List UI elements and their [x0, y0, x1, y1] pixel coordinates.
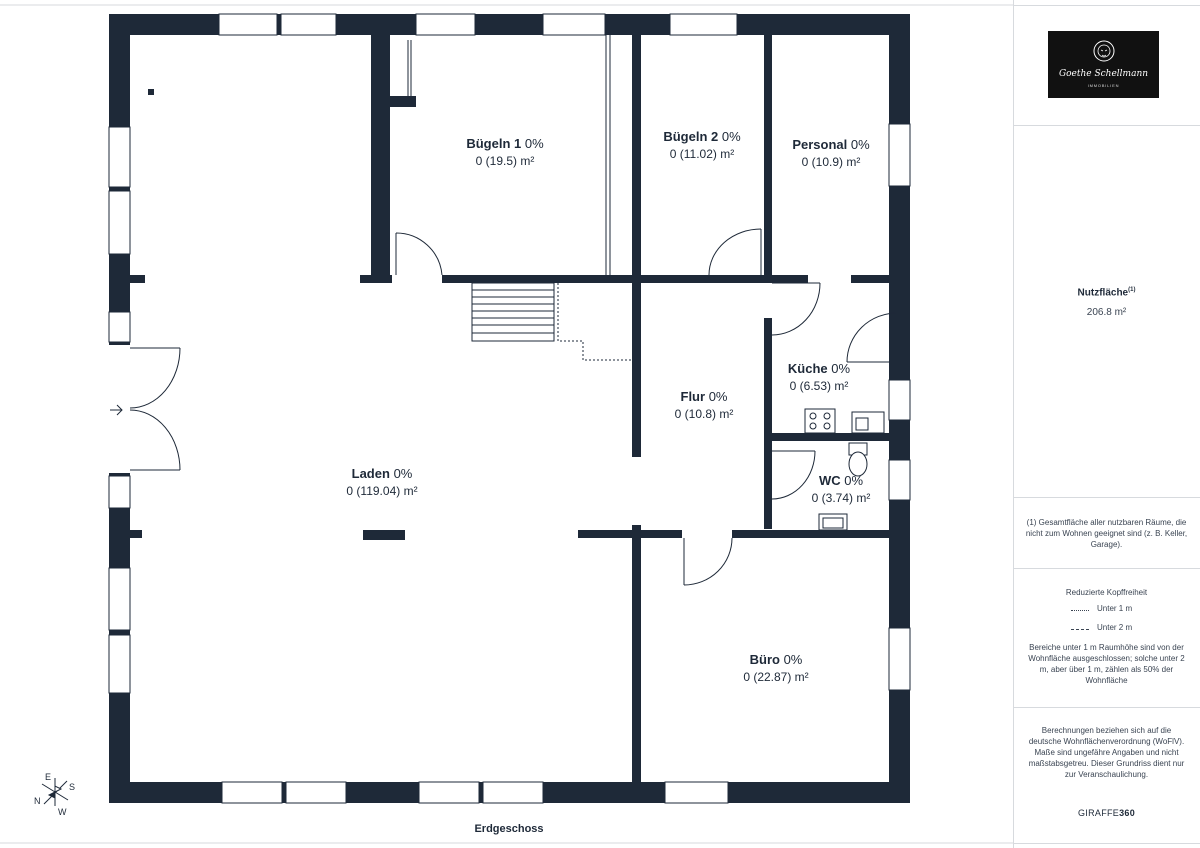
toilet-bowl-icon: [848, 451, 868, 477]
room-label-buegeln2: Bügeln 2 0%: [663, 129, 741, 144]
compass-south: S: [69, 782, 75, 792]
doors: [109, 35, 898, 586]
room-area-buegeln2: 0 (11.02) m²: [670, 147, 734, 161]
room-label-buero: Büro 0%: [750, 652, 803, 667]
nutzflaeche-value: 206.8 m²: [1086, 307, 1127, 318]
headroom-title: Reduzierte Kopffreiheit: [1065, 588, 1148, 597]
dashed-line-icon: [1071, 629, 1089, 630]
floor-plan: Laden 0% 0 (119.04) m² Bügeln 1 0% 0 (19…: [0, 4, 1013, 844]
room-label-laden: Laden 0%: [352, 466, 413, 481]
brand-logo: GIRAFFE360: [1077, 808, 1136, 818]
nutzflaeche-title: Nutzfläche(1): [1077, 287, 1136, 299]
room-area-laden: 0 (119.04) m²: [346, 484, 417, 498]
company-logo: Goethe Schellmann IMMOBILIEN: [1048, 31, 1159, 98]
room-label-personal: Personal 0%: [792, 137, 870, 152]
compass-west: W: [58, 807, 67, 817]
room-area-buegeln1: 0 (19.5) m²: [476, 154, 535, 168]
room-area-wc: 0 (3.74) m²: [812, 491, 871, 505]
compass-north: N: [34, 796, 41, 806]
lion-icon: [1093, 40, 1115, 62]
room-label-flur: Flur 0%: [681, 389, 728, 404]
compass-east: E: [45, 772, 51, 782]
stove-icon: [804, 408, 836, 434]
logo-text: Goethe Schellmann: [1058, 69, 1149, 79]
windows: [108, 13, 911, 804]
floor-label: Erdgeschoss: [474, 823, 543, 835]
room-labels: Laden 0% 0 (119.04) m² Bügeln 1 0% 0 (19…: [346, 129, 870, 684]
disclaimer-text: Berechnungen beziehen sich auf die deuts…: [1028, 726, 1185, 779]
walls: [109, 14, 910, 803]
room-label-buegeln1: Bügeln 1 0%: [466, 136, 544, 151]
divider: [1013, 497, 1200, 498]
headroom-note: Bereiche unter 1 m Raumhöhe sind von der…: [1028, 643, 1185, 685]
divider: [1013, 568, 1200, 569]
sidebar-divider: [1013, 0, 1014, 848]
compass-icon: E S N W: [34, 772, 75, 817]
divider: [1013, 843, 1200, 844]
room-area-buero: 0 (22.87) m²: [743, 670, 808, 684]
divider: [1013, 125, 1200, 126]
divider: [1013, 707, 1200, 708]
room-label-wc: WC 0%: [819, 473, 864, 488]
dotted-line-icon: [1071, 610, 1089, 611]
staircase: [471, 282, 635, 361]
divider: [1013, 5, 1200, 6]
info-sidebar: Goethe Schellmann IMMOBILIEN Nutzfläche(…: [1013, 0, 1200, 848]
fixtures: [804, 408, 885, 531]
room-area-kueche: 0 (6.53) m²: [790, 379, 849, 393]
room-label-kueche: Küche 0%: [788, 361, 851, 376]
room-area-personal: 0 (10.9) m²: [802, 155, 861, 169]
room-area-flur: 0 (10.8) m²: [675, 407, 734, 421]
footnote-text: (1) Gesamtfläche aller nutzbaren Räume, …: [1025, 518, 1188, 549]
logo-subtitle: IMMOBILIEN: [1087, 83, 1120, 88]
